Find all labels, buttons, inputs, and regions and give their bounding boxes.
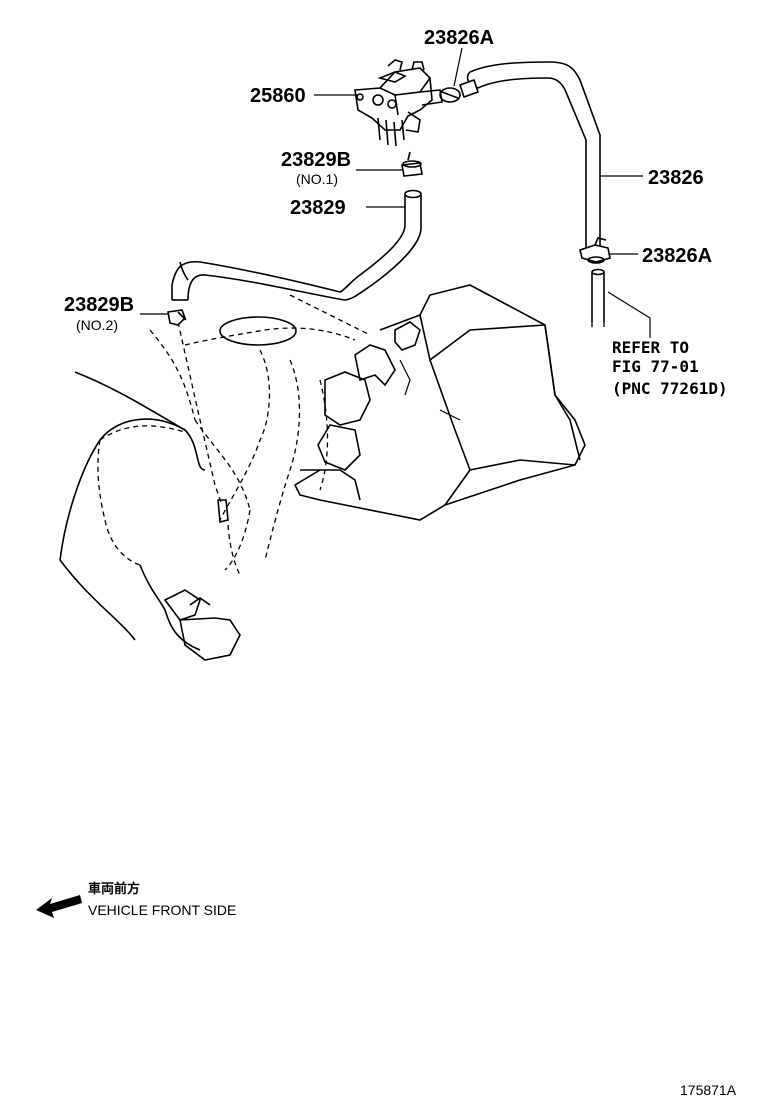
clip-no2-icon [167,309,187,326]
label-hose-long: 23826 [648,167,704,189]
label-clip-top: 23826A [424,27,494,49]
label-clip-no1-note: (NO.1) [296,171,338,187]
clip-no1-icon [401,151,423,177]
label-hose-short: 23829 [290,197,346,219]
label-clip-right: 23826A [642,245,712,267]
front-arrow-icon [36,895,82,918]
leader-lines [140,47,651,338]
reference-line-3: (PNC 77261D) [612,379,728,398]
figure-id: 175871A [680,1082,737,1098]
reference-line-1: REFER TO [612,338,689,357]
clip-right-icon [579,237,611,264]
direction-japanese: 車両前方 [88,881,140,897]
reference-line-2: FIG 77-01 [612,357,699,376]
clip-top-icon [439,78,480,103]
label-clip-no1: 23829B [281,149,351,171]
label-clip-no2-note: (NO.2) [76,317,118,333]
vsv-valve-icon [354,59,443,147]
label-valve: 25860 [250,85,306,107]
direction-english: VEHICLE FRONT SIDE [88,902,236,918]
lower-pipe [591,268,605,330]
hose-23829 [171,189,422,301]
label-clip-no2: 23829B [64,294,134,316]
engine-outline [59,284,586,661]
hose-23826 [466,61,601,256]
